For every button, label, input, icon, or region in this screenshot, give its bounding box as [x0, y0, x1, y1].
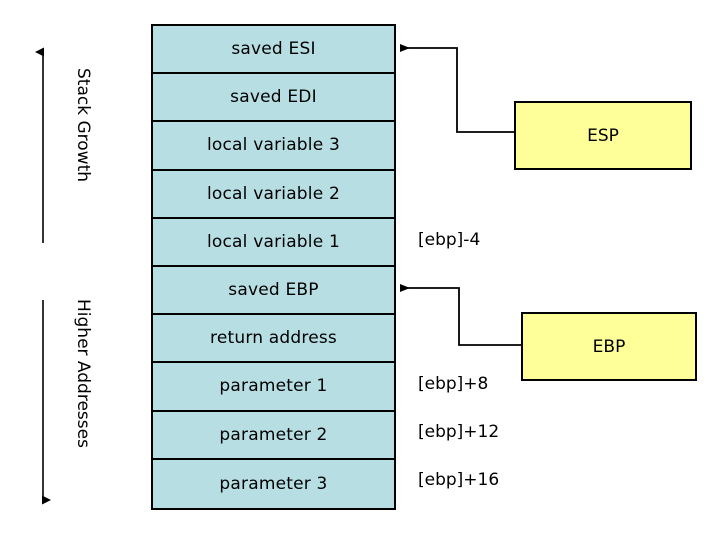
stack-cell-label: saved ESI [231, 39, 316, 60]
axis-label-stack-growth: Stack Growth [73, 68, 93, 183]
stack-cell-parameter-3[interactable]: parameter 3 [153, 459, 394, 508]
stack-cell-local-variable-3[interactable]: local variable 3 [153, 122, 394, 171]
stack-cell-parameter-1[interactable]: parameter 1 [153, 363, 394, 412]
stack-cell-label: parameter 3 [219, 473, 328, 494]
register-box-label: EBP [592, 336, 626, 357]
register-box-esp[interactable]: ESP [514, 101, 692, 170]
stack-cell-label: saved EBP [228, 280, 319, 301]
offset-label-ebp-plus-8: [ebp]+8 [418, 374, 489, 394]
stack-cell-label: saved EDI [230, 87, 317, 108]
stack-cell-label: parameter 2 [219, 424, 328, 445]
offset-label-ebp-plus-16: [ebp]+16 [418, 470, 500, 490]
register-box-ebp[interactable]: EBP [521, 312, 697, 381]
offset-label-ebp-minus-4: [ebp]-4 [418, 230, 481, 250]
stack-cell-label: parameter 1 [219, 376, 328, 397]
stack-cell-parameter-2[interactable]: parameter 2 [153, 411, 394, 460]
axis-label-higher-addresses: Higher Addresses [73, 299, 93, 448]
stack-cell-label: return address [210, 328, 337, 349]
offset-label-ebp-plus-12: [ebp]+12 [418, 422, 500, 442]
stack-cell-saved-ebp[interactable]: saved EBP [153, 266, 394, 316]
stack-cell-local-variable-1[interactable]: local variable 1 [153, 218, 394, 267]
stack-cell-label: local variable 2 [206, 183, 341, 204]
register-box-label: ESP [587, 125, 619, 146]
stack-cell-local-variable-2[interactable]: local variable 2 [153, 170, 394, 219]
stack-cell-saved-esi[interactable]: saved ESI [153, 26, 394, 75]
stack-cell-label: local variable 3 [206, 135, 341, 156]
stack-cell-return-address[interactable]: return address [153, 315, 394, 364]
stack-column: saved ESI saved EDI local variable 3 loc… [151, 24, 396, 510]
stack-cell-label: local variable 1 [206, 231, 341, 252]
stack-cell-saved-edi[interactable]: saved EDI [153, 74, 394, 123]
